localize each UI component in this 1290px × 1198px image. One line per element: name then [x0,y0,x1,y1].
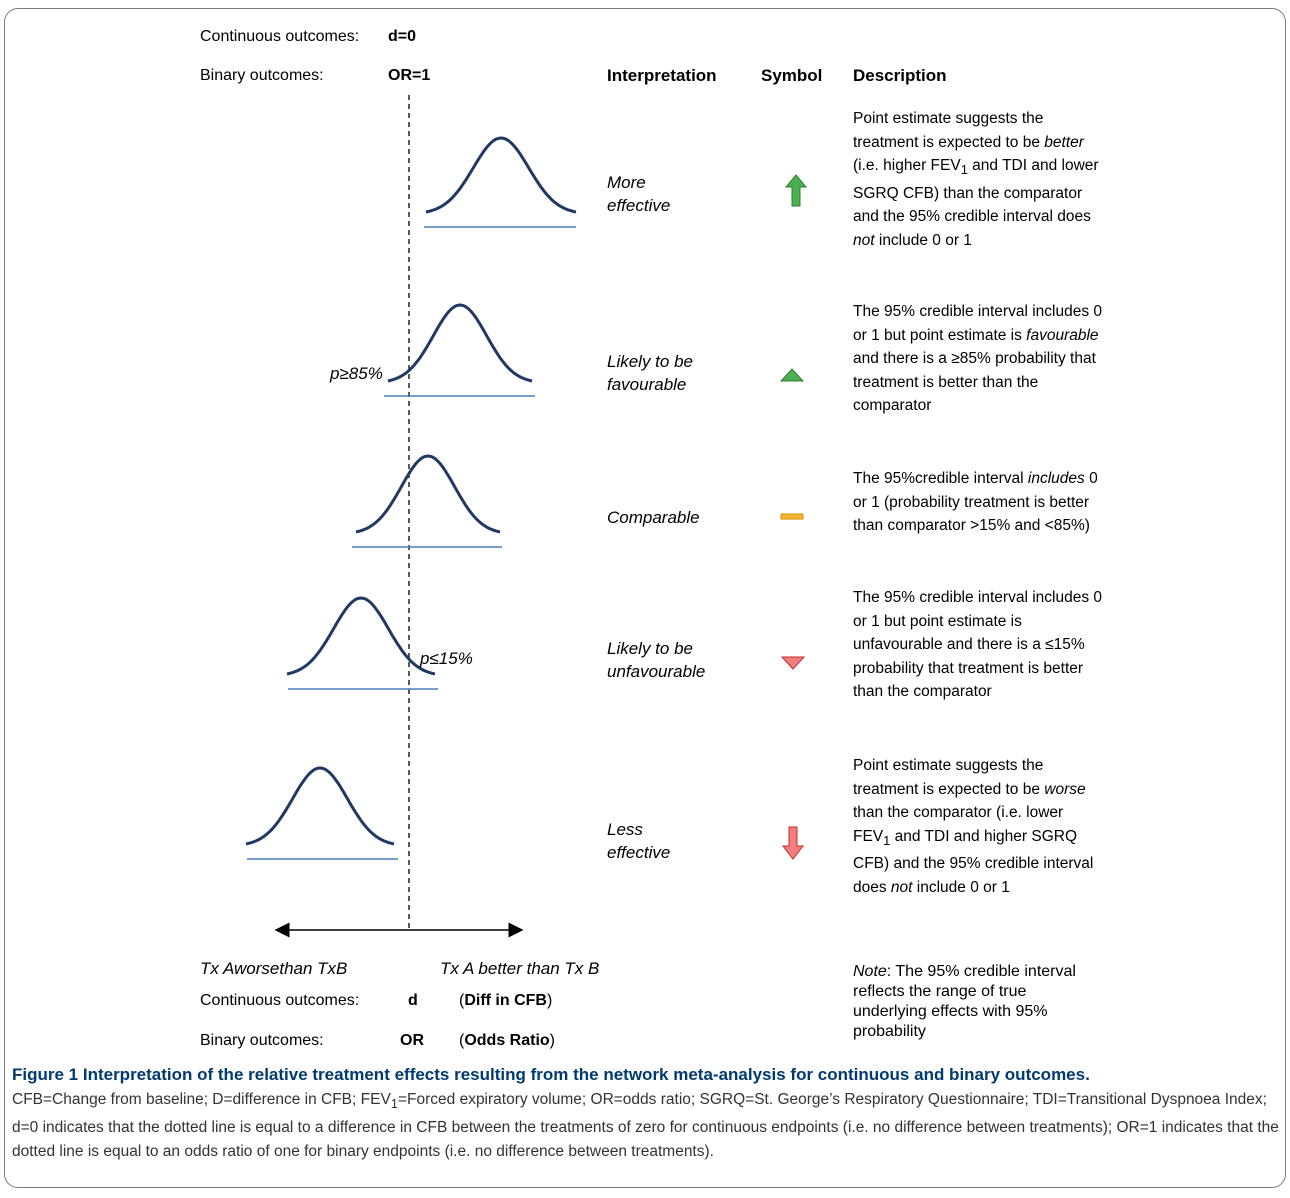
header-binary-label: Binary outcomes: [200,67,324,84]
bell-curve-less-effective [245,766,395,846]
red-down-arrow-icon [782,826,804,860]
probability-unfavourable-label: p≤15% [420,649,473,668]
axis-continuous-symbol: d [408,992,418,1009]
axis-continuous-label: Continuous outcomes: [200,992,360,1009]
column-header-symbol: Symbol [761,66,823,85]
bell-curve-comparable [355,454,501,534]
column-header-interpretation: Interpretation [607,66,717,85]
axis-binary-symbol: OR [400,1032,424,1049]
axis-binary-label: Binary outcomes: [200,1032,324,1049]
description-less-effective: Point estimate suggests the treatment is… [853,757,1094,896]
header-binary-value: OR=1 [388,67,431,84]
red-triangle-down-icon [781,656,805,670]
axis-right-label: Tx A better than Tx B [440,959,600,978]
figure-frame [4,8,1286,1188]
bell-curve-likely-favourable [387,303,533,383]
orange-dash-icon [780,513,804,520]
description-likely-unfavourable: The 95% credible interval includes 0 or … [853,589,1102,700]
axis-continuous-desc: (Diff in CFB) [459,992,553,1009]
figure-caption: Figure 1 Interpretation of the relative … [12,1062,1282,1164]
header-continuous-value: d=0 [388,28,417,45]
header-continuous-label: Continuous outcomes: [200,28,360,45]
bell-curve-more-effective [425,136,577,214]
interpretation-comparable: Comparable [607,508,700,527]
probability-favourable-label: p≥85% [330,364,383,383]
bell-curve-likely-unfavourable [286,596,436,676]
green-up-arrow-icon [785,174,807,207]
description-likely-favourable: The 95% credible interval includes 0 or … [853,303,1102,414]
column-header-description: Description [853,66,947,85]
description-comparable: The 95%credible interval includes 0 or 1… [853,470,1098,534]
caption-body: CFB=Change from baseline; D=difference i… [12,1091,1279,1161]
description-more-effective: Point estimate suggests the treatment is… [853,110,1099,249]
distribution-diagram [245,95,577,938]
axis-left-label: Tx Aworsethan TxB [200,959,348,978]
axis-binary-desc: (Odds Ratio) [459,1032,555,1049]
credible-interval-note: Note: The 95% credible interval reflects… [853,963,1076,1040]
green-triangle-up-icon [780,368,804,382]
caption-title: Figure 1 Interpretation of the relative … [12,1065,1090,1084]
